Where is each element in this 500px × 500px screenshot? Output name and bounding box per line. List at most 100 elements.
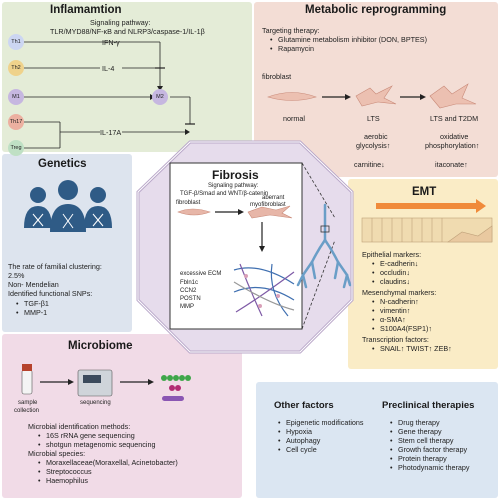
- mesenchymal-marker: S100A4(FSP1)↑: [372, 324, 432, 333]
- t2dm-metabolite: itaconate↑: [435, 160, 468, 169]
- other-factors-list: Epigenetic modifications Hypoxia Autopha…: [276, 418, 364, 454]
- lts-effect-line1: aerobic: [364, 132, 388, 141]
- emt-mesenchymal-label: Mesenchymal markers:: [362, 288, 437, 297]
- mesenchymal-marker: N-cadherin↑: [372, 297, 432, 306]
- preclinical-list: Drug therapy Gene therapy Stem cell ther…: [388, 418, 470, 472]
- mesenchymal-marker: α-SMA↑: [372, 315, 432, 324]
- stage-lts: LTS: [367, 114, 380, 123]
- species-item: Moraxellaceae(Moraxellal, Acinetobacter): [38, 458, 178, 467]
- preclinical-title: Preclinical therapies: [382, 400, 475, 411]
- other-factor-item: Cell cycle: [278, 445, 364, 454]
- therapy-item: Rapamycin: [270, 44, 427, 53]
- fibrosis-fibroblast-label: fibroblast: [176, 200, 201, 206]
- people-dna-icon: [24, 180, 112, 232]
- microbiome-methods-label: Microbial identification methods:: [28, 422, 131, 431]
- other-factor-item: Autophagy: [278, 436, 364, 445]
- m2-cell: M2: [152, 89, 168, 105]
- cytokine-ifn-gamma: IFN-γ: [102, 38, 120, 47]
- th2-cell: Th2: [8, 60, 24, 76]
- genetics-line: 2.5%: [8, 271, 25, 280]
- therapy-item: Growth factor therapy: [390, 445, 470, 454]
- sample-tube-icon: [21, 364, 33, 395]
- genetics-snp-list: TGF-β1 MMP-1: [14, 299, 49, 317]
- therapy-item: Protein therapy: [390, 454, 470, 463]
- ecm-marker: POSTN: [180, 296, 201, 302]
- epithelial-marker: claudins↓: [372, 277, 418, 286]
- microbiome-step-collection: collection: [14, 408, 40, 414]
- epithelial-marker: occludin↓: [372, 268, 418, 277]
- t2dm-effect-line1: oxidative: [440, 132, 469, 141]
- other-factor-item: Epigenetic modifications: [278, 418, 363, 427]
- emt-epithelial-label: Epithelial markers:: [362, 250, 422, 259]
- m1-cell: M1: [8, 89, 24, 105]
- method-item: shotgun metagenomic sequencing: [38, 440, 156, 449]
- genetics-line: Identified functional SNPs:: [8, 289, 93, 298]
- treg-cell: Treg: [8, 140, 24, 156]
- microbiome-step-sequencing: sequencing: [80, 400, 111, 406]
- sequencer-icon: [77, 369, 113, 397]
- microbiome-step-sample: sample: [18, 400, 38, 406]
- inflammation-panel: [2, 2, 252, 152]
- microbiome-title: Microbiome: [68, 340, 133, 352]
- emt-epithelial-list: E-cadherin↓ occludin↓ claudins↓: [370, 259, 418, 286]
- t2dm-effect-line2: phosphorylation↑: [425, 141, 480, 150]
- emt-tf-list: SNAIL↑ TWIST↑ ZEB↑: [370, 344, 452, 353]
- lung-icon: [296, 203, 352, 289]
- epithelial-marker: E-cadherin↓: [372, 259, 418, 268]
- species-item: Haemophilus: [38, 476, 178, 485]
- cytokine-il4: IL-4: [102, 64, 115, 73]
- inflammation-title: Inflamamtion: [50, 4, 122, 16]
- microbiome-species-list: Moraxellaceae(Moraxellal, Acinetobacter)…: [36, 458, 178, 485]
- inflammation-pathway-label: Signaling pathway:: [90, 18, 151, 27]
- fibrosis-pathway-label: Signaling pathway:: [208, 183, 259, 189]
- emt-tf-label: Transcription factors:: [362, 335, 429, 344]
- bacteria-icon: [161, 375, 191, 401]
- other-factor-item: Hypoxia: [278, 427, 364, 436]
- therapy-item: Glutamine metabolism inhibitor (DON, BPT…: [270, 35, 427, 44]
- method-item: 16S rRNA gene sequencing: [38, 431, 155, 440]
- t2dm-fibroblast-icon: [429, 83, 477, 109]
- other-factors-title: Other factors: [274, 400, 334, 411]
- genetics-line: The rate of familial clustering:: [8, 262, 102, 271]
- microbiome-species-label: Microbial species:: [28, 449, 86, 458]
- transcription-factors: SNAIL↑ TWIST↑ ZEB↑: [372, 344, 452, 353]
- lts-effect-line2: glycolysis↑: [356, 141, 391, 150]
- genetics-line: Non- Mendelian: [8, 280, 59, 289]
- therapy-item: Drug therapy: [390, 418, 470, 427]
- lts-metabolite: carnitine↓: [354, 160, 385, 169]
- therapy-item: Photodynamic therapy: [390, 463, 469, 472]
- th17-cell: Th17: [8, 114, 24, 130]
- therapy-item: Gene therapy: [390, 427, 470, 436]
- metabolic-title: Metabolic reprogramming: [305, 4, 447, 16]
- emt-mesenchymal-list: N-cadherin↑ vimentin↑ α-SMA↑ S100A4(FSP1…: [370, 297, 432, 333]
- microbiome-methods-list: 16S rRNA gene sequencing shotgun metagen…: [36, 431, 156, 449]
- th1-cell: Th1: [8, 34, 24, 50]
- species-item: Streptococcus: [38, 467, 178, 476]
- normal-fibroblast-icon: [267, 92, 317, 101]
- metabolic-fibroblast-label: fibroblast: [262, 72, 292, 81]
- fibrosis-title: Fibrosis: [212, 168, 259, 182]
- ecm-fibers-icon: [232, 262, 296, 318]
- stage-normal: normal: [283, 114, 305, 123]
- ecm-label: excessive ECM: [180, 271, 222, 277]
- metabolic-therapy-label: Targeting therapy:: [262, 26, 320, 35]
- genetics-title: Genetics: [38, 158, 87, 170]
- metabolic-therapy-list: Glutamine metabolism inhibitor (DON, BPT…: [268, 35, 427, 53]
- cytokine-il17a: IL-17A: [100, 128, 122, 137]
- emt-title: EMT: [412, 186, 437, 198]
- snp-item: MMP-1: [16, 308, 49, 317]
- epithelium-icon: [361, 217, 493, 243]
- ecm-marker: Fbln1c: [180, 280, 199, 286]
- therapy-item: Stem cell therapy: [390, 436, 470, 445]
- lts-fibroblast-icon: [355, 85, 397, 107]
- aberrant-label-line2: myofibroblast: [250, 202, 286, 208]
- mesenchymal-marker: vimentin↑: [372, 306, 432, 315]
- ecm-marker: CCN2: [180, 288, 197, 294]
- aberrant-label-line1: aberrant: [262, 195, 285, 201]
- inflammation-pathway: TLR/MYD88/NF-κB and NLRP3/caspase-1/IL-1…: [50, 27, 205, 36]
- myofibroblast-cell-icon: [247, 205, 293, 219]
- snp-item: TGF-β1: [16, 299, 49, 308]
- stage-lts-t2dm: LTS and T2DM: [430, 114, 479, 123]
- fibrosis-pathway: TGF-β/Smad and WNT/β-catenin: [180, 191, 269, 197]
